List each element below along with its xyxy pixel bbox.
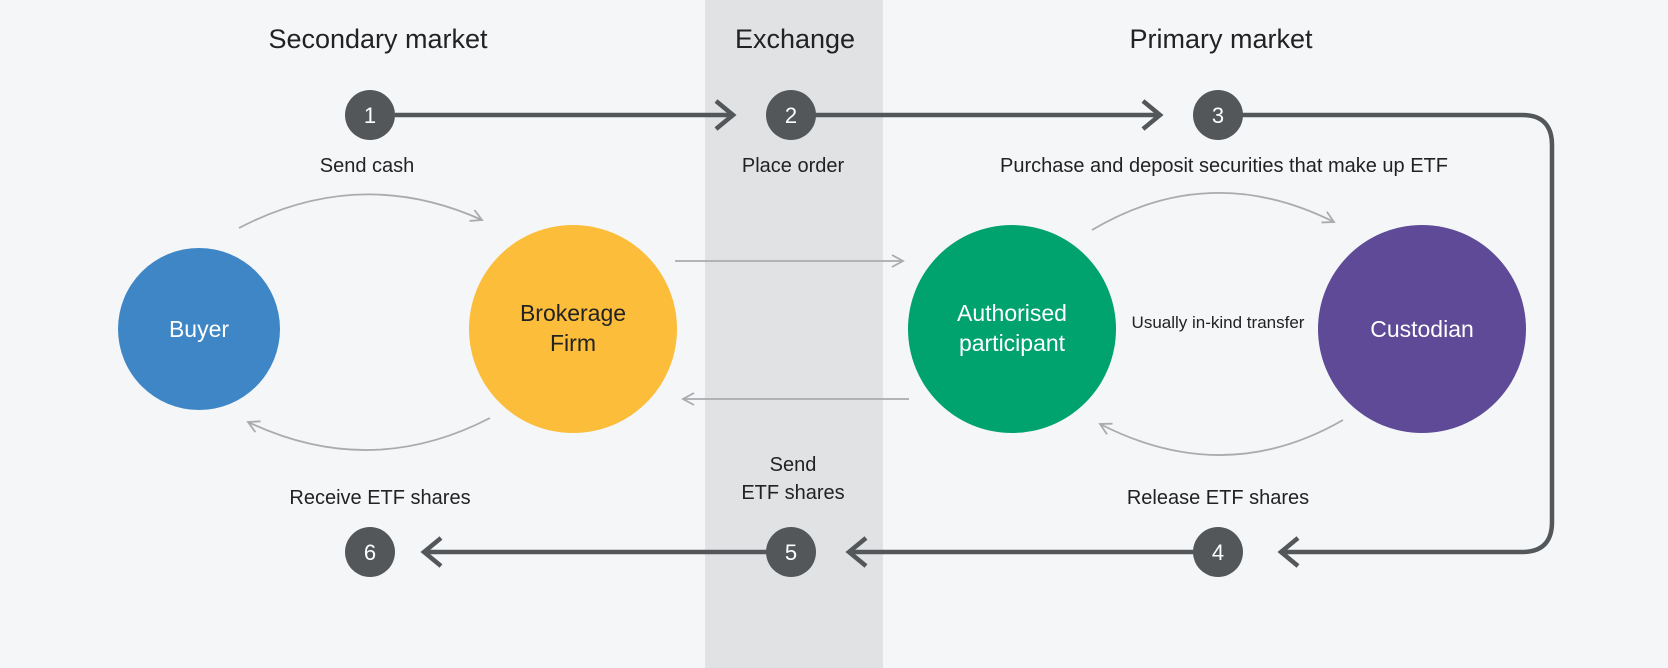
ap-label-line2: participant: [958, 330, 1066, 356]
section-title-primary: Primary market: [1129, 24, 1313, 54]
arrowhead-to-2: [714, 99, 737, 131]
step-badge-3: [1193, 90, 1243, 140]
arrowhead-to-6: [420, 536, 443, 568]
step-number-5: 5: [785, 540, 797, 565]
section-title-secondary: Secondary market: [268, 24, 488, 54]
section-title-exchange: Exchange: [734, 24, 856, 54]
brokerage-label-line1: Brokerage: [519, 300, 627, 326]
step-label-2: Place order: [741, 155, 845, 177]
step-number-3: 3: [1212, 103, 1224, 128]
step-label-5-line1: Send: [769, 454, 817, 476]
custodian-circle: [1318, 225, 1526, 433]
buyer-label: Buyer: [168, 316, 230, 342]
arrow-ap-to-custodian: [1091, 191, 1336, 231]
ap-circle: [908, 225, 1116, 433]
step-badge-4: [1193, 527, 1243, 577]
step-badge-5: [766, 527, 816, 577]
brokerage-circle: [469, 225, 677, 433]
arrow-brokerage-to-buyer: [246, 417, 491, 451]
step-label-5-line2: ETF shares: [741, 482, 845, 504]
transfer-note: Usually in-kind transfer: [1131, 313, 1305, 332]
flow-loop-3-4: [1240, 112, 1555, 555]
brokerage-label-line2: Firm: [550, 330, 596, 356]
step-badge-2: [766, 90, 816, 140]
step-number-4: 4: [1212, 540, 1224, 565]
custodian-label: Custodian: [1370, 316, 1474, 342]
step-label-4: Release ETF shares: [1126, 487, 1310, 509]
arrowhead-to-4: [1277, 536, 1300, 568]
arrowhead-to-3: [1141, 99, 1164, 131]
step-number-1: 1: [364, 103, 376, 128]
step-number-6: 6: [364, 540, 376, 565]
step-badge-6: [345, 527, 395, 577]
arrow-custodian-to-ap: [1098, 419, 1344, 456]
step-badge-1: [345, 90, 395, 140]
step-number-2: 2: [785, 103, 797, 128]
ap-label-line1: Authorised: [957, 300, 1067, 326]
arrow-buyer-to-brokerage: [238, 193, 484, 229]
step-label-6: Receive ETF shares: [289, 487, 471, 509]
step-label-1: Send cash: [319, 155, 415, 177]
buyer-circle: [118, 248, 280, 410]
arrowhead-to-5: [845, 536, 868, 568]
step-label-3: Purchase and deposit securities that mak…: [999, 155, 1448, 177]
